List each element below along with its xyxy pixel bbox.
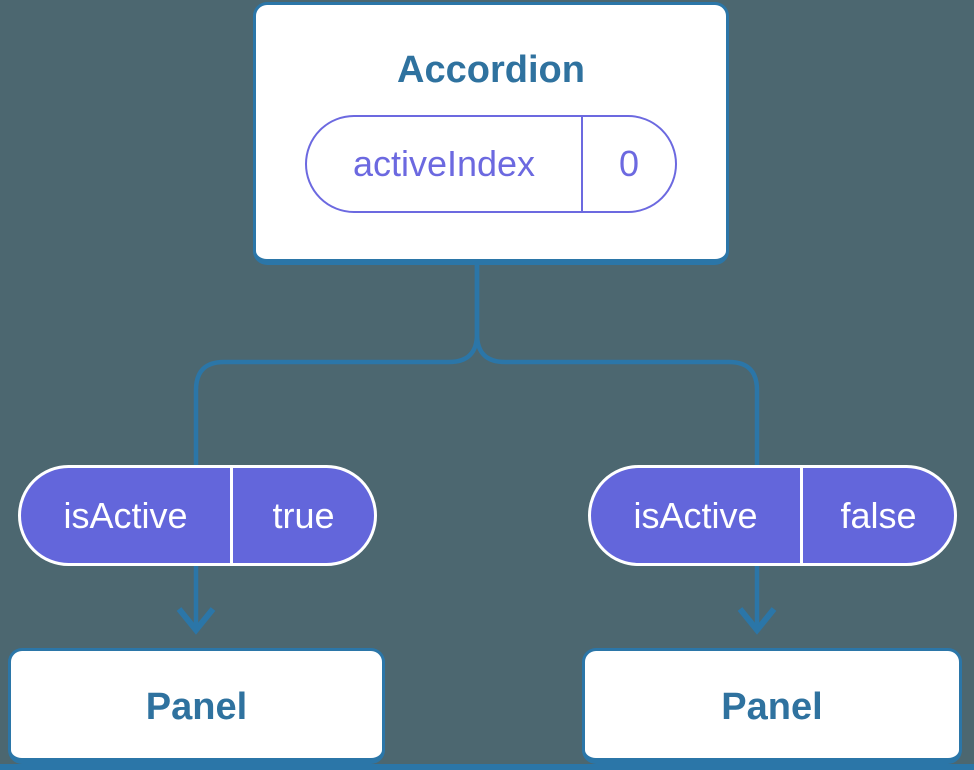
component-title: Accordion (397, 49, 585, 91)
state-value: 0 (618, 143, 640, 184)
prop-name: isActive (633, 494, 758, 536)
prop-value: false (840, 494, 917, 536)
panel-component-card-left: Panel (8, 648, 385, 764)
prop-value: true (272, 494, 335, 536)
component-title: Panel (145, 685, 248, 728)
state-pill: activeIndex 0 (305, 115, 677, 213)
prop-name: isActive (63, 494, 188, 536)
state-name: activeIndex (352, 143, 536, 184)
arrow-down-icon (737, 607, 777, 635)
connector-right-branch (474, 264, 760, 627)
prop-pill-left: isActive true (18, 465, 377, 566)
pill-divider (800, 468, 803, 563)
arrow-down-icon (176, 607, 216, 635)
accordion-component-card: Accordion activeIndex 0 (253, 2, 729, 265)
bottom-divider-bar (0, 764, 974, 770)
pill-divider (581, 117, 583, 211)
panel-component-card-right: Panel (582, 648, 962, 764)
pill-divider (230, 468, 233, 563)
component-title: Panel (721, 685, 823, 728)
connector-left-branch (193, 264, 480, 627)
prop-pill-right: isActive false (588, 465, 957, 566)
